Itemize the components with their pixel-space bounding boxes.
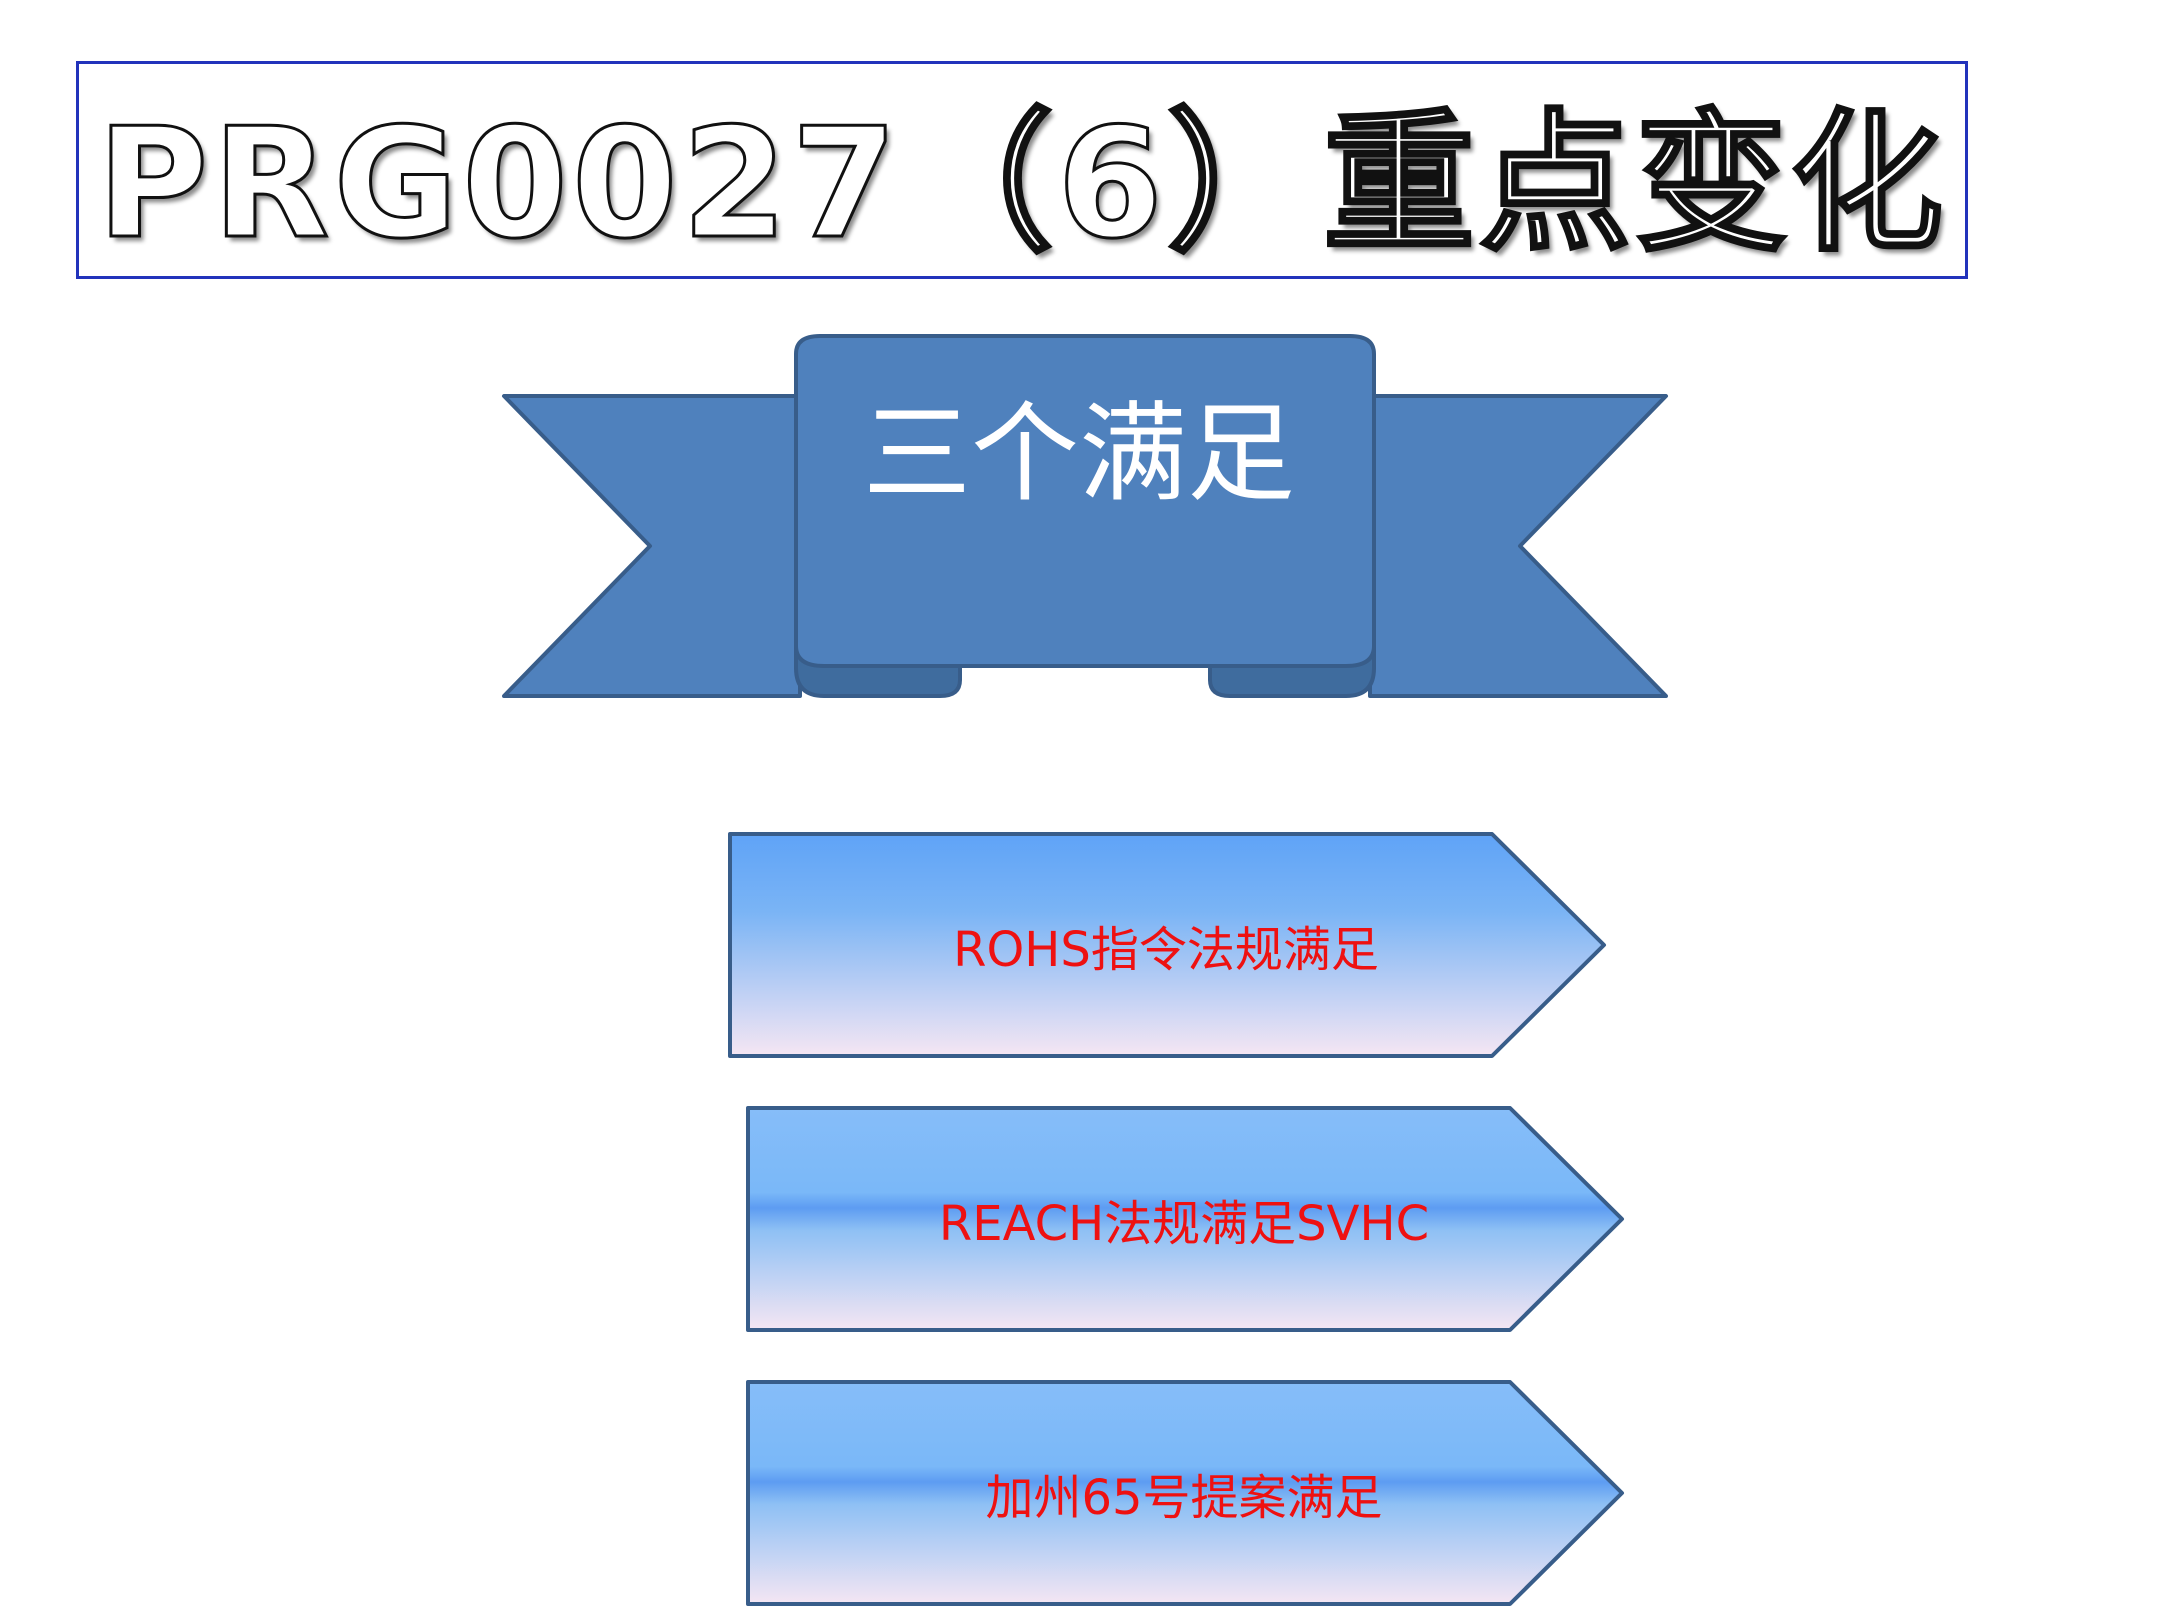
title-box: PRG0027（6）重点变化 [76, 61, 1968, 279]
item-label: 加州65号提案满足 [985, 1470, 1383, 1526]
slide-title: PRG0027（6）重点变化 [95, 94, 1947, 274]
item-label: ROHS指令法规满足 [953, 922, 1379, 978]
ribbon-shape [502, 334, 1668, 698]
arrow-shape [728, 832, 1606, 1058]
item-arrow-prop65: 加州65号提案满足 [744, 1378, 1634, 1608]
item-label: REACH法规满足SVHC [938, 1196, 1430, 1252]
banner-label: 三个满足 [862, 392, 1295, 517]
arrow-shape [746, 1380, 1624, 1606]
arrow-shape [746, 1106, 1624, 1332]
ribbon-banner: 三个满足 [500, 330, 1670, 710]
item-arrow-reach: REACH法规满足SVHC [744, 1104, 1634, 1334]
item-arrow-rohs: ROHS指令法规满足 [726, 830, 1616, 1060]
